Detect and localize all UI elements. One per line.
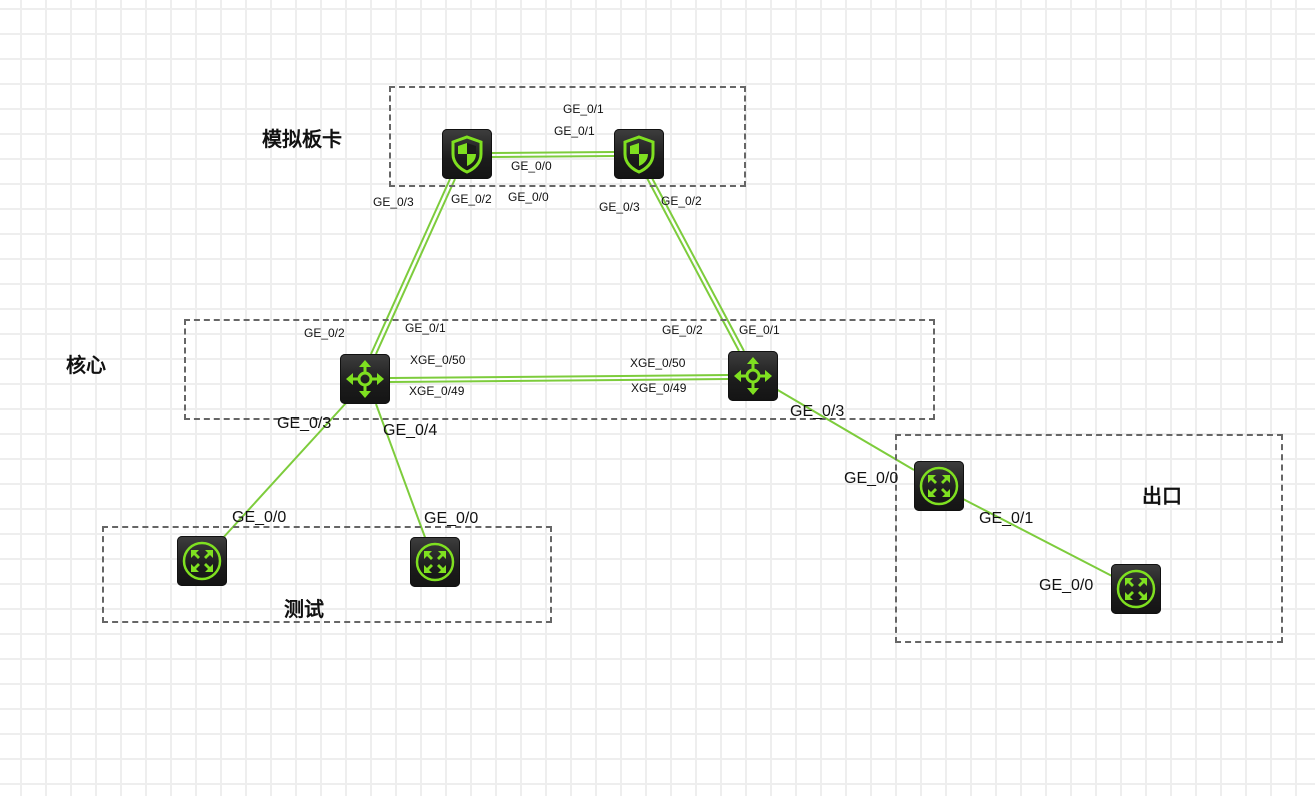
link-core1-test1[interactable] (221, 402, 347, 540)
four-arrows-icon (346, 360, 384, 398)
node-core-switch-1[interactable] (340, 354, 390, 404)
port-label: XGE_0/50 (630, 356, 686, 370)
link-fw1-fw2-b[interactable] (491, 155, 615, 158)
port-label: GE_0/0 (424, 510, 479, 527)
node-router-test-1[interactable] (177, 536, 227, 586)
router-icon (1116, 569, 1156, 609)
port-label: GE_0/4 (383, 422, 438, 439)
port-label: GE_0/0 (511, 159, 552, 173)
link-fw1-core1-a[interactable] (370, 178, 451, 355)
group-core-box[interactable] (184, 319, 935, 420)
link-core1-core2-a[interactable] (389, 374, 729, 379)
link-fw2-core2-a[interactable] (646, 177, 740, 352)
group-test-label: 测试 (284, 597, 324, 621)
node-firewall-2[interactable] (614, 129, 664, 179)
link-core2-exit1[interactable] (775, 388, 915, 471)
router-icon (415, 542, 455, 582)
port-label: GE_0/0 (1039, 577, 1094, 594)
node-core-switch-2[interactable] (728, 351, 778, 401)
port-label: GE_0/2 (304, 326, 345, 340)
link-core1-test2[interactable] (375, 403, 427, 541)
link-fw2-core2-b[interactable] (651, 177, 745, 352)
port-label: GE_0/0 (508, 190, 549, 204)
port-label: GE_0/1 (554, 124, 595, 138)
router-icon (182, 541, 222, 581)
link-fw1-fw2-a[interactable] (491, 151, 615, 154)
group-test-box[interactable] (102, 526, 552, 623)
port-label: GE_0/1 (563, 102, 604, 116)
group-core-label: 核心 (66, 353, 106, 377)
port-label: GE_0/1 (979, 510, 1034, 527)
shield-icon (451, 135, 483, 174)
port-label: GE_0/3 (599, 200, 640, 214)
router-icon (919, 466, 959, 506)
node-router-test-2[interactable] (410, 537, 460, 587)
port-label: XGE_0/49 (631, 381, 687, 395)
port-label: GE_0/3 (790, 403, 845, 420)
port-label: XGE_0/50 (410, 353, 466, 367)
port-label: GE_0/3 (373, 195, 414, 209)
node-firewall-1[interactable] (442, 129, 492, 179)
port-label: GE_0/2 (662, 323, 703, 337)
group-board-box[interactable] (389, 86, 746, 187)
node-router-exit-2[interactable] (1111, 564, 1161, 614)
node-router-exit-1[interactable] (914, 461, 964, 511)
port-label: GE_0/2 (451, 192, 492, 206)
group-exit-box[interactable] (895, 434, 1283, 643)
port-label: GE_0/1 (405, 321, 446, 335)
group-exit-label: 出口 (1142, 484, 1182, 508)
four-arrows-icon (734, 357, 772, 395)
port-label: GE_0/0 (844, 470, 899, 487)
group-board-label: 模拟板卡 (262, 127, 342, 151)
port-label: XGE_0/49 (409, 384, 465, 398)
link-fw1-core1-b[interactable] (375, 178, 456, 355)
port-label: GE_0/2 (661, 194, 702, 208)
link-exit1-exit2[interactable] (962, 498, 1113, 577)
link-core1-core2-b[interactable] (389, 378, 729, 383)
port-label: GE_0/3 (277, 415, 332, 432)
port-label: GE_0/0 (232, 509, 287, 526)
shield-icon (623, 135, 655, 174)
port-label: GE_0/1 (739, 323, 780, 337)
